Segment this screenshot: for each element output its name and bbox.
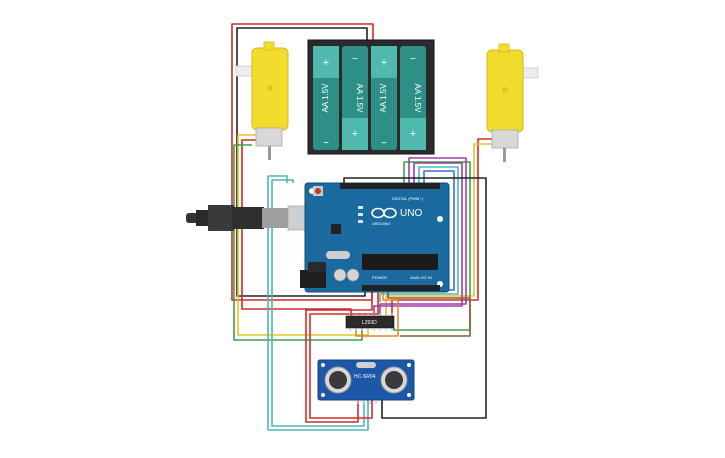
battery-pack[interactable]: + − AA 1.5V + − AA 1.5V + − AA 1.5V + − AA 1.5V [307,39,435,155]
battery-cell-label: AA 1.5V [321,83,330,113]
battery-cell: + − AA 1.5V [371,46,397,150]
battery-cell: + − AA 1.5V [342,46,368,150]
battery-minus-label: − [381,138,387,149]
power-pins-label: POWER [372,275,387,280]
wires [231,23,493,431]
battery-cell: + − AA 1.5V [400,46,426,150]
digital-pins-label: DIGITAL (PWM~) [392,196,424,201]
wire-brown-1[interactable] [387,292,471,337]
right-gear-motor[interactable] [486,43,539,162]
microcontroller-chip [362,254,438,270]
digital-header [340,183,440,189]
battery-minus-label: − [410,54,416,65]
battery-cell-label: AA 1.5V [379,83,388,113]
battery-cell: + − AA 1.5V [313,46,339,150]
wire-black-battery[interactable] [236,27,368,297]
battery-cell-label: AA 1.5V [413,84,422,114]
board-model-label: UNO [400,208,422,219]
analog-pins-label: ANALOG IN [410,275,432,280]
sensor-receiver [380,366,408,394]
battery-minus-label: − [352,54,358,65]
ultrasonic-sensor[interactable]: HC-SR04 [317,359,415,404]
battery-cell-label: AA 1.5V [355,84,364,114]
left-gear-motor[interactable] [235,41,289,160]
battery-plus-label: + [323,57,329,69]
power-analog-header [362,285,440,291]
wire-yellow-right-motor[interactable] [385,143,493,316]
wire-purple-2[interactable] [373,162,463,316]
board-brand-label: ARDUINO [372,221,390,226]
wire-green-right[interactable] [393,161,471,331]
wire-black-sensor[interactable] [343,177,487,419]
arduino-logo-icon [371,207,397,219]
driver-chip-label: L293D [362,320,377,326]
wire-teal-1[interactable] [379,166,459,302]
wire-yellow-left-motor[interactable] [237,134,369,336]
battery-plus-label: + [381,57,387,69]
wire-orange-1[interactable] [355,292,399,337]
reset-button[interactable] [315,188,321,194]
usb-cable[interactable] [186,205,323,231]
battery-plus-label: + [352,128,358,140]
wire-red-sensor[interactable] [305,292,373,423]
wire-teal-sensor-outer[interactable] [267,175,369,431]
wire-red-sensor-2[interactable] [309,292,379,419]
motor-driver-chip[interactable]: L293D [345,313,395,331]
wire-teal-sensor-inner[interactable] [271,179,365,427]
wire-red-left-motor[interactable] [241,139,352,316]
sensor-label: HC-SR04 [354,374,376,380]
arduino-uno-board[interactable]: UNO ARDUINO DIGITAL (PWM~) POWER ANALOG … [300,182,450,293]
battery-plus-label: + [410,128,416,140]
sensor-transmitter [324,366,352,394]
battery-minus-label: − [323,138,329,149]
